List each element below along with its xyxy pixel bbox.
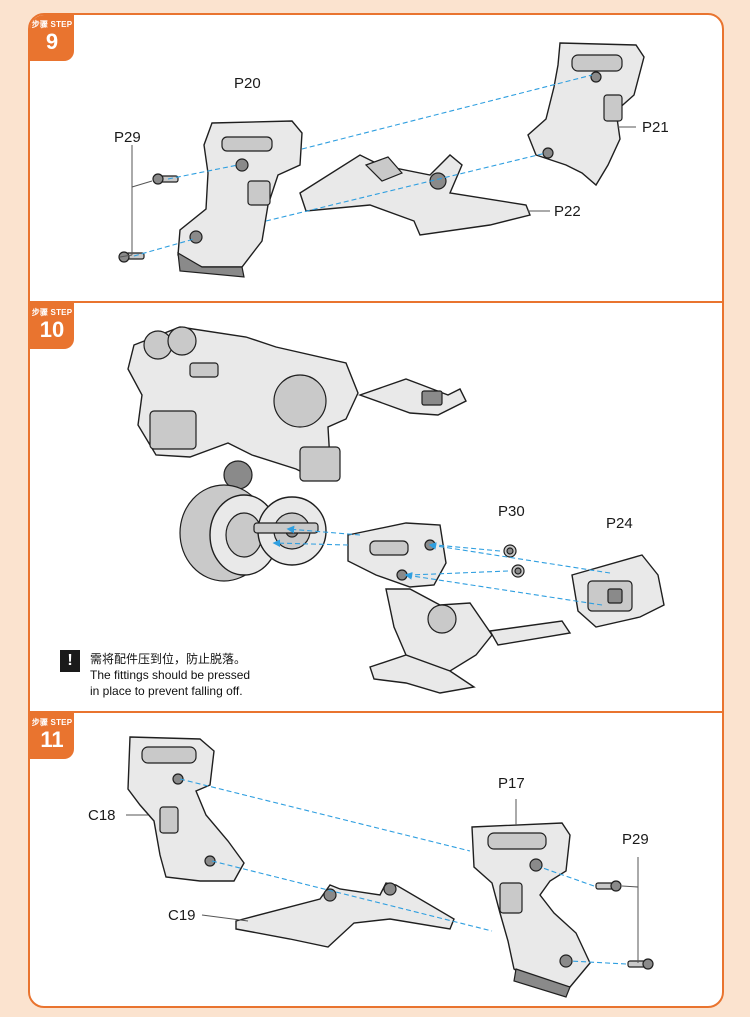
step-number: 10 <box>39 317 65 342</box>
part-label-p29: P29 <box>622 831 649 848</box>
part-label-p29: P29 <box>114 129 141 146</box>
step10-p24-panel <box>571 554 665 628</box>
section-divider <box>30 301 722 303</box>
notice-text-en-line1: The fittings should be pressed <box>90 668 251 682</box>
step9-guide-lower <box>265 152 547 222</box>
step10-guide-5 <box>435 544 501 552</box>
step-label: 步骤 STEP <box>31 20 73 29</box>
step10-wheel-assembly <box>179 484 327 582</box>
notice-text-cn: 需将配件压到位，防止脱落。 <box>90 652 247 666</box>
part-label-c19: C19 <box>168 907 196 924</box>
step9-p22-stand-part <box>299 154 531 236</box>
step10-p30-screws <box>503 544 525 578</box>
step-badge: 步骤 STEP 10 <box>30 303 74 349</box>
notice-text-en-line2: in place to prevent falling off. <box>90 684 243 698</box>
step11-c18-arm-part <box>127 736 245 882</box>
part-label-p17: P17 <box>498 775 525 792</box>
step9-p20-arm-part <box>177 120 303 278</box>
part-label-p24: P24 <box>606 515 633 532</box>
step10-guide-1 <box>428 542 611 574</box>
step9-p21-arm-part <box>527 42 645 187</box>
step11-p17-arm-part <box>471 822 591 998</box>
part-label-p30: P30 <box>498 503 525 520</box>
part-label-p20: P20 <box>234 75 261 92</box>
step-label: 步骤 STEP <box>31 718 73 727</box>
step9-p29-screws <box>118 173 179 263</box>
step10-robot-body <box>127 326 467 490</box>
step9-guide-screw-top <box>167 164 239 180</box>
part-label-p21: P21 <box>642 119 669 136</box>
step10-guide-6 <box>409 570 509 576</box>
step-badge: 步骤 STEP 11 <box>30 713 74 759</box>
part-label-p22: P22 <box>554 203 581 220</box>
step10-guide-2 <box>404 572 603 606</box>
step11-p29-screws <box>595 880 654 970</box>
warning-icon: ! <box>60 650 80 672</box>
step11-guide-upper <box>179 778 471 852</box>
step-number: 11 <box>40 727 64 752</box>
step-badge: 步骤 STEP 9 <box>30 15 74 61</box>
step-number: 9 <box>45 29 59 54</box>
assembly-illustrations <box>118 42 665 998</box>
step11-c19-stand-part <box>235 882 455 948</box>
step9-guide-upper <box>301 74 593 150</box>
step11-guide-lower <box>211 860 493 932</box>
step11-guide-screw-bottom <box>569 960 627 965</box>
step10-guide-4 <box>272 539 349 548</box>
step11-c19-leader <box>201 914 249 922</box>
step10-guide-3 <box>286 525 361 536</box>
instruction-sheet: 步骤 STEP 9 步骤 STEP 10 步骤 STEP 11 P20 P29 … <box>28 13 724 1008</box>
step-label: 步骤 STEP <box>31 308 73 317</box>
step10-leg-assembly <box>347 522 572 694</box>
step9-guide-screw-bottom <box>133 238 195 257</box>
step11-guide-screw-top <box>539 866 595 887</box>
section-divider <box>30 711 722 713</box>
part-label-c18: C18 <box>88 807 116 824</box>
